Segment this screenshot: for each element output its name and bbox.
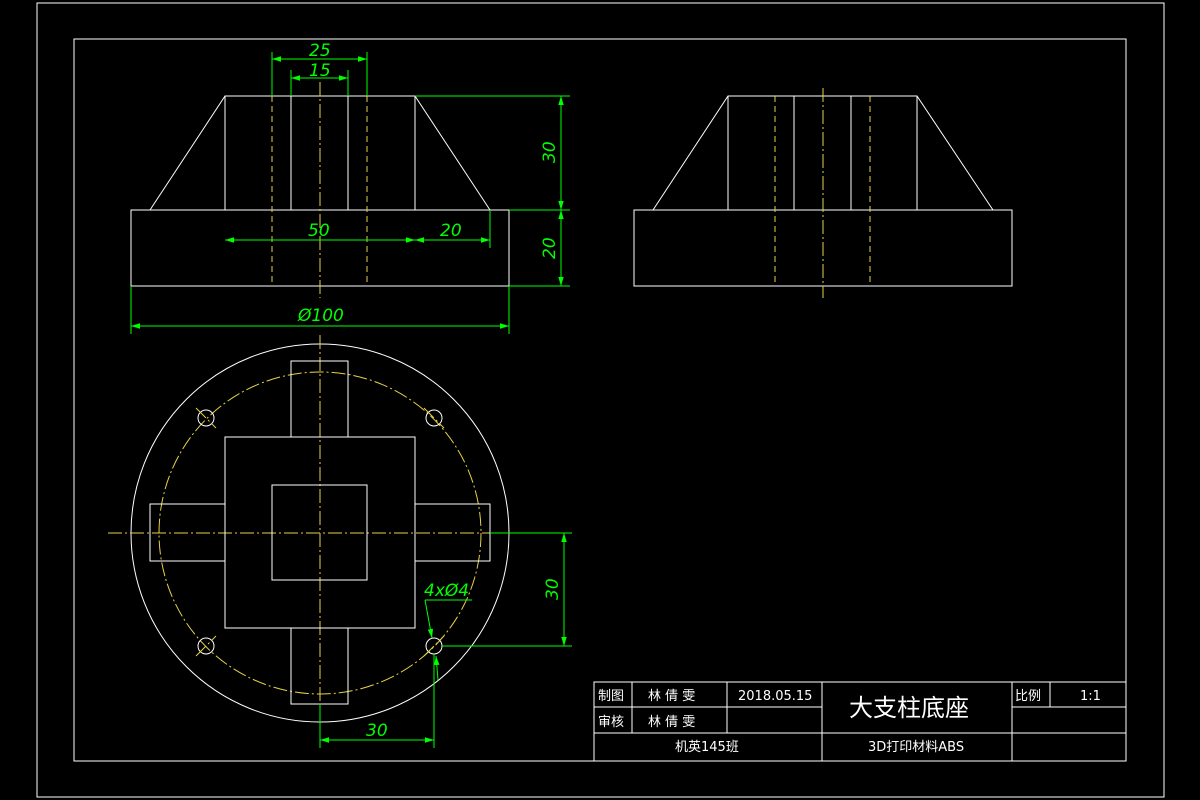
- outer-border: [36, 2, 1165, 798]
- drawing-title: 大支柱底座: [849, 694, 969, 722]
- scale-value: 1:1: [1080, 689, 1101, 704]
- dim-20-lower: 20: [540, 237, 560, 259]
- front-dimensions: 25 15 30 20 50 20 Ø100: [130, 41, 570, 334]
- side-view: [633, 88, 1013, 298]
- dim-30-plan-x: 30: [366, 721, 388, 741]
- drawing-date: 2018.05.15: [738, 689, 812, 704]
- drawn-by: 林 倩 雯: [648, 689, 695, 704]
- dim-20-flange: 20: [440, 221, 462, 241]
- dim-15: 15: [309, 61, 331, 81]
- material: 3D打印材料ABS: [868, 740, 964, 755]
- top-dimensions: 30 30 4xØ4: [319, 532, 572, 748]
- drawn-label: 制图: [598, 689, 624, 704]
- checked-by: 林 倩 雯: [648, 715, 695, 730]
- dim-30-upper: 30: [540, 141, 560, 163]
- scale-label: 比例: [1015, 689, 1041, 704]
- dim-diameter-100: Ø100: [297, 306, 344, 326]
- class-name: 机英145班: [675, 740, 739, 755]
- dim-50: 50: [308, 221, 330, 241]
- top-view: [108, 335, 535, 723]
- front-view: [130, 82, 510, 298]
- checked-label: 审核: [598, 715, 624, 730]
- dim-holes: 4xØ4: [424, 581, 469, 601]
- title-block: 制图 林 倩 雯 2018.05.15 审核 林 倩 雯 大支柱底座 比例 1:…: [593, 681, 1127, 762]
- dim-30-plan-y: 30: [543, 578, 563, 600]
- dim-25: 25: [309, 41, 331, 61]
- inner-border: [73, 38, 1127, 762]
